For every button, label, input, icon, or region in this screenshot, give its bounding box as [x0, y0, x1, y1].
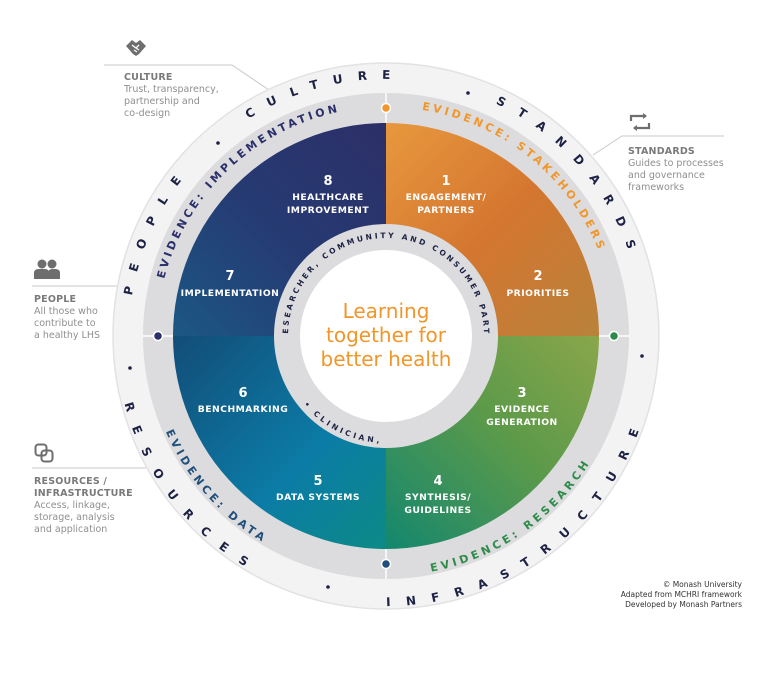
- resources-note-title-1: RESOURCES /: [34, 476, 108, 487]
- svg-text:PRIORITIES: PRIORITIES: [506, 288, 569, 299]
- segment-7: 7 IMPLEMENTATION: [181, 269, 280, 299]
- culture-note-title: CULTURE: [124, 72, 173, 83]
- credit-copyright: © Monash University: [662, 580, 742, 589]
- segment-8: 8 HEALTHCARE IMPROVEMENT: [287, 174, 369, 216]
- standards-note-title: STANDARDS: [628, 146, 695, 157]
- svg-text:PARTNERS: PARTNERS: [417, 205, 475, 216]
- people-note-desc-1: All those who: [34, 306, 98, 317]
- dot-research: [608, 330, 620, 342]
- dot-implementation: [152, 330, 164, 342]
- repeat-arrows-icon: [628, 113, 652, 135]
- segment-1: 1 ENGAGEMENT/ PARTNERS: [406, 174, 487, 216]
- svg-text:3: 3: [517, 386, 526, 401]
- culture-note-desc-1: Trust, transparency,: [124, 84, 219, 95]
- people-note-title: PEOPLE: [34, 294, 77, 305]
- svg-text:BENCHMARKING: BENCHMARKING: [198, 404, 289, 415]
- svg-text:IMPROVEMENT: IMPROVEMENT: [287, 205, 369, 216]
- segment-2: 2 PRIORITIES: [506, 269, 569, 299]
- segment-6: 6 BENCHMARKING: [198, 386, 289, 415]
- svg-text:SYNTHESIS/: SYNTHESIS/: [405, 492, 471, 503]
- credit-adapted: Adapted from MCHRI framework: [620, 590, 742, 599]
- svg-text:6: 6: [238, 386, 247, 401]
- credits: © Monash University Adapted from MCHRI f…: [621, 580, 742, 610]
- resources-note-desc-3: and application: [34, 524, 108, 535]
- svg-text:DATA SYSTEMS: DATA SYSTEMS: [276, 492, 360, 503]
- standards-note-desc-2: and governance: [628, 170, 705, 181]
- svg-text:GUIDELINES: GUIDELINES: [404, 505, 471, 516]
- credit-developed: Developed by Monash Partners: [625, 600, 742, 609]
- svg-text:EVIDENCE: EVIDENCE: [494, 404, 549, 415]
- svg-text:4: 4: [433, 474, 442, 489]
- handshake-icon: [124, 38, 148, 62]
- linked-squares-icon: [34, 443, 54, 467]
- segment-3: 3 EVIDENCE GENERATION: [486, 386, 557, 428]
- center-circle: [300, 250, 472, 422]
- resources-note-desc-1: Access, linkage,: [34, 500, 110, 511]
- culture-note-desc-3: co-design: [124, 108, 171, 119]
- dot-data: [380, 558, 392, 570]
- people-icon: [34, 259, 60, 283]
- svg-text:2: 2: [533, 269, 542, 284]
- people-note: PEOPLE All those who contribute to a hea…: [34, 294, 100, 342]
- svg-text:5: 5: [313, 474, 322, 489]
- standards-note: STANDARDS Guides to processes and govern…: [628, 146, 724, 194]
- culture-note: CULTURE Trust, transparency, partnership…: [124, 72, 219, 120]
- center-title-line-3: better health: [321, 347, 452, 371]
- standards-note-desc-1: Guides to processes: [628, 158, 724, 169]
- resources-note-title-2: INFRASTRUCTURE: [34, 488, 133, 499]
- svg-text:IMPLEMENTATION: IMPLEMENTATION: [181, 288, 280, 299]
- svg-text:8: 8: [323, 174, 332, 189]
- svg-text:GENERATION: GENERATION: [486, 417, 557, 428]
- center-title-line-1: Learning: [343, 299, 430, 323]
- culture-note-desc-2: partnership and: [124, 96, 200, 107]
- dot-stakeholders: [380, 102, 392, 114]
- segment-5: 5 DATA SYSTEMS: [276, 474, 360, 503]
- segment-4: 4 SYNTHESIS/ GUIDELINES: [404, 474, 471, 516]
- svg-text:HEALTHCARE: HEALTHCARE: [292, 192, 364, 203]
- people-note-desc-3: a healthy LHS: [34, 330, 101, 341]
- svg-text:ENGAGEMENT/: ENGAGEMENT/: [406, 192, 487, 203]
- center-title-line-2: together for: [326, 323, 447, 347]
- resources-note: RESOURCES / INFRASTRUCTURE Access, linka…: [34, 476, 133, 536]
- resources-note-desc-2: storage, analysis: [34, 512, 115, 523]
- people-note-desc-2: contribute to: [34, 318, 96, 329]
- standards-note-desc-3: frameworks: [628, 182, 685, 193]
- svg-text:7: 7: [225, 269, 234, 284]
- svg-text:1: 1: [441, 174, 450, 189]
